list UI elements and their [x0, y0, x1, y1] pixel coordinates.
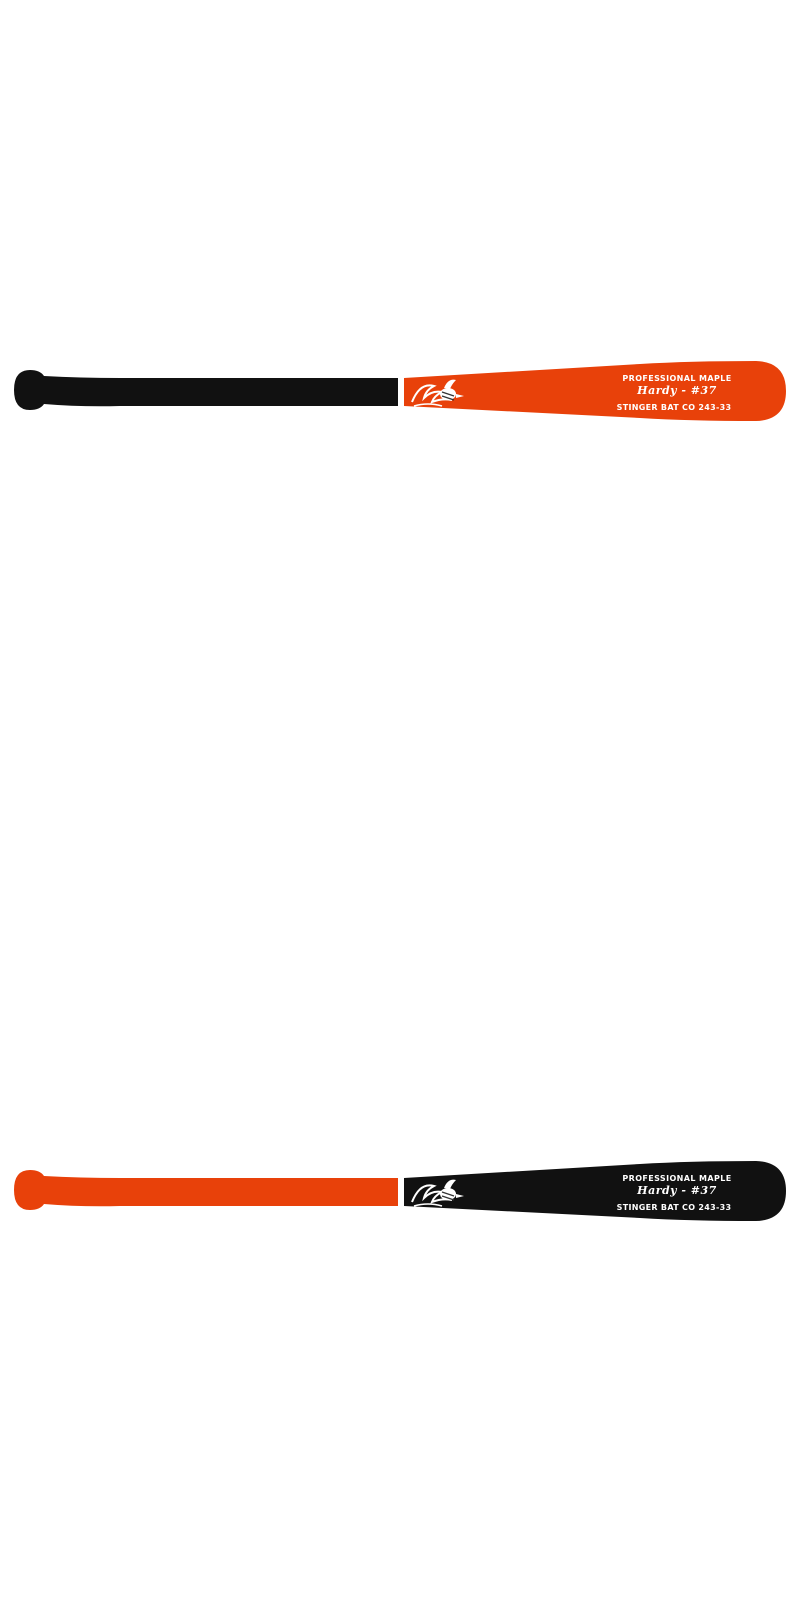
bat-handle: [14, 1170, 402, 1210]
player-label: Hardy - #37: [637, 1184, 717, 1197]
bat-orange-black: PROFESSIONAL MAPLE Hardy - #37 STINGER B…: [0, 1160, 800, 1240]
maker-label: STINGER BAT CO 243-33: [616, 1203, 732, 1212]
bat-handle: [14, 370, 402, 410]
model-label: PROFESSIONAL MAPLE: [622, 374, 732, 383]
stinger-bee-logo-icon: [408, 1172, 470, 1212]
bat-shape: [14, 361, 786, 421]
player-label: Hardy - #37: [637, 384, 717, 397]
bat-black-orange: PROFESSIONAL MAPLE Hardy - #37 STINGER B…: [0, 360, 800, 440]
model-label: PROFESSIONAL MAPLE: [622, 1174, 732, 1183]
bat-shape: [14, 1161, 786, 1221]
maker-label: STINGER BAT CO 243-33: [616, 403, 732, 412]
bat-separator: [398, 1177, 404, 1207]
stinger-bee-logo-icon: [408, 372, 470, 412]
bat-barrel: [404, 361, 786, 421]
bat-barrel: [404, 1161, 786, 1221]
bat-separator: [398, 377, 404, 407]
